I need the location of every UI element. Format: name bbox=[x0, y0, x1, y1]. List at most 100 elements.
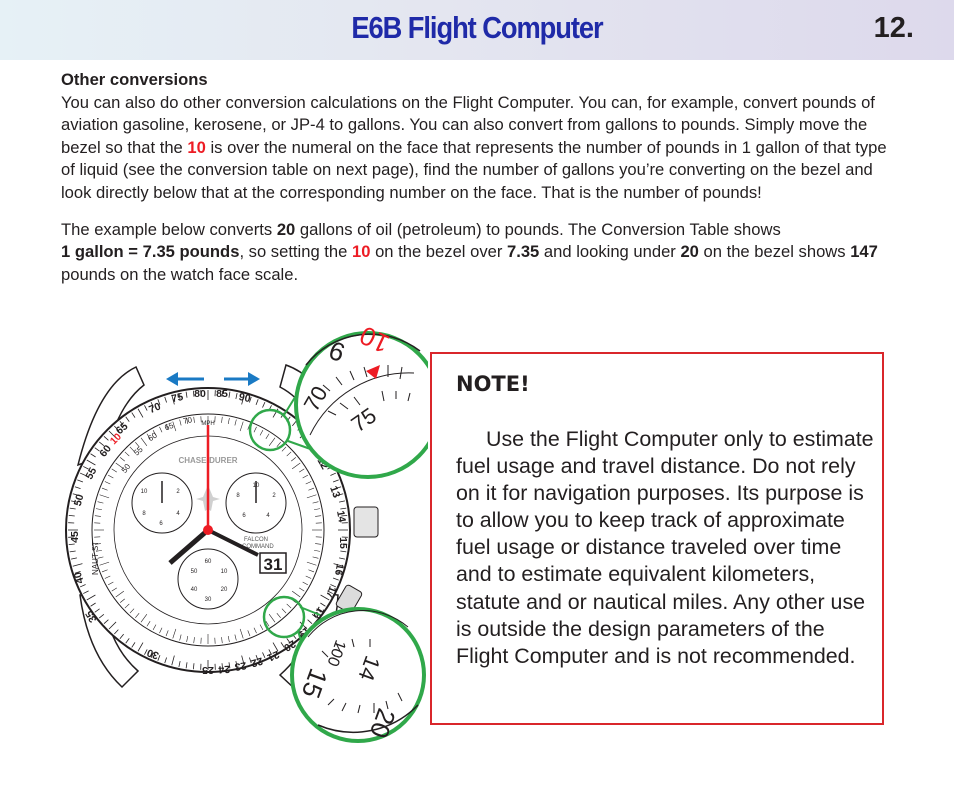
tick-mark bbox=[90, 602, 96, 607]
side-scale-label: NAUT ST bbox=[91, 541, 100, 575]
tick-mark bbox=[221, 637, 223, 644]
tick-mark bbox=[259, 624, 264, 631]
tick-mark bbox=[124, 451, 130, 457]
tick-mark bbox=[115, 462, 125, 470]
tick-mark bbox=[79, 584, 86, 588]
tick-mark bbox=[340, 507, 347, 510]
tick-mark bbox=[235, 660, 238, 668]
subdial-left-num-4: 4 bbox=[176, 511, 180, 517]
tick-mark bbox=[192, 390, 195, 397]
date-window bbox=[259, 552, 287, 574]
tick-mark bbox=[341, 543, 348, 546]
tick-mark bbox=[111, 468, 117, 473]
tick-mark bbox=[103, 619, 109, 624]
p2-text-m: pounds on the watch face scale. bbox=[61, 264, 299, 284]
tick-mark bbox=[157, 399, 161, 406]
face-scale-4: 65 bbox=[163, 421, 175, 433]
tick-mark bbox=[315, 543, 322, 545]
bezel-top-label-1: 70 bbox=[147, 400, 162, 416]
left-arrow-head bbox=[166, 372, 178, 386]
tick-mark bbox=[131, 412, 136, 418]
subdial-left-num-2: 2 bbox=[176, 489, 180, 495]
bezel-left-label-5: 45 bbox=[69, 531, 81, 543]
face-scale-5: 70 bbox=[182, 415, 193, 426]
tick-mark bbox=[72, 493, 83, 497]
tick-mark bbox=[178, 660, 181, 668]
tick-mark bbox=[104, 575, 111, 579]
tick-mark bbox=[311, 614, 318, 619]
tick-mark bbox=[292, 420, 297, 427]
subdial-right-num-3: 2 bbox=[272, 493, 276, 499]
tick-mark bbox=[280, 642, 285, 648]
tick-mark bbox=[83, 590, 89, 594]
tick-mark bbox=[316, 608, 322, 613]
bezel-bottom-label-5: 22 bbox=[249, 655, 264, 670]
tick-mark bbox=[97, 556, 104, 559]
tick-mark bbox=[235, 392, 238, 400]
tick-mark bbox=[291, 457, 297, 462]
p1-text-a: You can also do other conversion calcula… bbox=[61, 92, 875, 157]
tick-mark bbox=[129, 446, 135, 452]
p2-text-k: on the bezel shows bbox=[698, 242, 851, 262]
tick-mark bbox=[262, 652, 266, 659]
tick-mark bbox=[276, 613, 281, 619]
tick-mark bbox=[107, 581, 114, 586]
tick-mark bbox=[308, 569, 315, 573]
tick-mark bbox=[335, 486, 342, 489]
tick-mark bbox=[193, 637, 195, 644]
tick-mark bbox=[135, 441, 140, 447]
tick-mark bbox=[171, 655, 175, 666]
p2-bold-735: 7.35 bbox=[506, 242, 540, 262]
tick-mark bbox=[69, 507, 76, 510]
tick-mark bbox=[124, 603, 130, 609]
tick-mark bbox=[164, 396, 167, 403]
bezel-right-label-4: 14 bbox=[334, 510, 348, 524]
tick-mark bbox=[276, 441, 281, 447]
subdial-left-num-3: 8 bbox=[142, 511, 146, 517]
tick-mark bbox=[150, 401, 154, 408]
tick-mark bbox=[186, 636, 189, 643]
tick-mark bbox=[302, 581, 309, 586]
tick-mark bbox=[341, 514, 348, 517]
tick-mark bbox=[335, 571, 342, 574]
zoom-marker-bottom bbox=[262, 595, 306, 639]
tick-mark bbox=[299, 587, 305, 592]
subdial-right: 8 10 2 6 4 bbox=[225, 472, 287, 534]
tick-mark bbox=[150, 652, 154, 659]
header-banner: E6B Flight Computer 12. bbox=[0, 0, 954, 60]
tick-mark bbox=[221, 663, 224, 670]
tick-mark bbox=[125, 638, 130, 644]
tick-mark bbox=[221, 416, 223, 423]
tick-mark bbox=[228, 391, 231, 398]
tick-mark bbox=[137, 642, 144, 652]
note-title: NOTE! bbox=[456, 372, 530, 396]
tick-mark bbox=[103, 436, 109, 441]
subdial-right-num-5: 4 bbox=[266, 513, 270, 519]
tick-mark bbox=[70, 500, 78, 503]
bezel-top-label-2: 75 bbox=[170, 391, 184, 405]
tick-mark bbox=[68, 543, 75, 546]
tick-mark bbox=[330, 584, 337, 588]
tick-mark bbox=[135, 613, 140, 619]
tick-mark bbox=[101, 569, 108, 573]
bezel-bottom-label-1: 30 bbox=[145, 646, 160, 661]
tick-mark bbox=[99, 494, 110, 499]
tick-mark bbox=[268, 649, 272, 655]
tick-mark bbox=[234, 634, 237, 641]
tick-mark bbox=[299, 468, 305, 473]
p2-bold-gallon: 1 gallon = 7.35 pounds bbox=[61, 242, 240, 262]
bezel-bottom-label-2: 25 bbox=[202, 664, 214, 676]
tick-mark bbox=[131, 642, 136, 648]
tick-mark bbox=[99, 561, 110, 566]
model-label-2: COMMAND bbox=[242, 544, 274, 550]
tick-mark bbox=[157, 654, 161, 661]
tick-mark bbox=[94, 515, 101, 517]
right-arrow-head bbox=[248, 372, 260, 386]
p2-red-10: 10 bbox=[351, 242, 371, 262]
tick-mark bbox=[86, 459, 96, 466]
crown-main bbox=[353, 506, 379, 538]
tick-mark bbox=[259, 429, 264, 436]
tick-mark bbox=[320, 602, 326, 607]
tick-mark bbox=[332, 479, 339, 483]
tick-mark bbox=[79, 472, 86, 476]
